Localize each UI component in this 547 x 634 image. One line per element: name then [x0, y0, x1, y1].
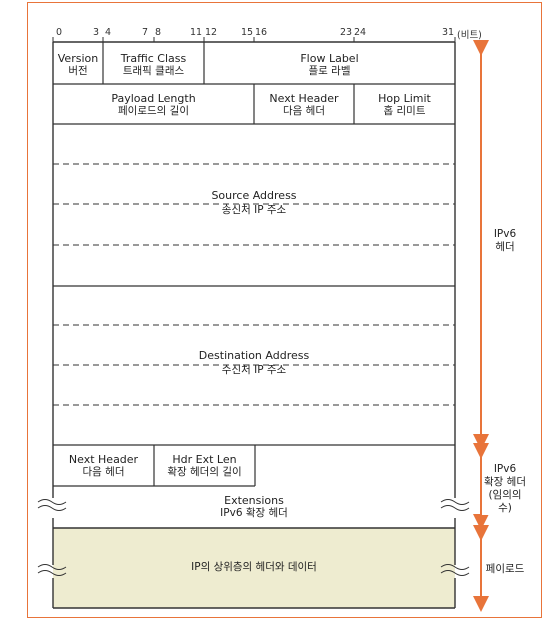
- field-name-en: Payload Length: [111, 92, 196, 105]
- break-left-ext: [37, 499, 67, 511]
- field-destination-address: Destination Address 수신처 IP 주소: [53, 348, 455, 378]
- field-name-ko: IPv6 확장 헤더: [220, 507, 288, 519]
- side-label-ipv6-header: IPv6 헤더: [482, 228, 528, 254]
- side-label-line: 수): [498, 502, 512, 514]
- field-payload: IP의 상위층의 헤더와 데이터: [53, 561, 455, 574]
- payload-label: IP의 상위층의 헤더와 데이터: [191, 561, 317, 573]
- field-name-ko: 다음 헤더: [82, 466, 125, 478]
- side-label-ext-header: IPv6 확장 헤더 (임의의 수): [482, 463, 528, 515]
- bit-unit-label: (비트): [457, 30, 482, 41]
- field-name-ko: 송신처 IP 주소: [221, 204, 287, 216]
- side-label-line: (임의의: [488, 489, 522, 501]
- field-hop-limit: Hop Limit 홉 리미트: [354, 92, 455, 118]
- bit-label: 23: [340, 27, 353, 38]
- field-name-ko: 트래픽 클래스: [122, 65, 185, 77]
- field-name-ko: 페이로드의 길이: [118, 105, 189, 117]
- field-name-en: Hdr Ext Len: [172, 453, 237, 466]
- field-traffic-class: Traffic Class 트래픽 클래스: [103, 52, 204, 78]
- side-label-line: 확장 헤더: [484, 476, 526, 488]
- break-left-payload: [37, 564, 67, 576]
- field-name-en: Source Address: [211, 189, 297, 202]
- bit-label: 4: [105, 27, 112, 38]
- break-marks: [37, 499, 470, 576]
- field-name-en: Version: [57, 52, 99, 65]
- bit-label: 8: [155, 27, 162, 38]
- field-name-en: Traffic Class: [120, 52, 187, 65]
- side-label-line: IPv6: [493, 228, 517, 240]
- field-name-en: Destination Address: [198, 349, 310, 362]
- side-label-payload: 페이로드: [482, 563, 528, 576]
- field-hdr-ext-len: Hdr Ext Len 확장 헤더의 길이: [154, 453, 255, 479]
- field-name-ko: 플로 라벨: [308, 65, 351, 77]
- payload-area: [53, 528, 455, 608]
- bit-label: 3: [93, 27, 100, 38]
- field-name-en: Extensions: [224, 494, 284, 507]
- side-label-line: 헤더: [495, 241, 515, 253]
- field-name-en: Next Header: [68, 453, 139, 466]
- field-name-ko: 수신처 IP 주소: [221, 364, 287, 376]
- field-ext-next-header: Next Header 다음 헤더: [53, 453, 154, 479]
- field-extensions: Extensions IPv6 확장 헤더: [53, 494, 455, 520]
- field-source-address: Source Address 송신처 IP 주소: [53, 188, 455, 218]
- break-right-payload: [440, 564, 470, 576]
- field-name-ko: 다음 헤더: [283, 105, 325, 117]
- figure-frame: [27, 2, 542, 618]
- bit-label: 11: [190, 27, 203, 38]
- field-name-en: Hop Limit: [378, 92, 431, 105]
- field-version: Version 버전: [53, 52, 103, 78]
- break-right-ext: [440, 499, 470, 511]
- bit-label: 0: [56, 27, 63, 38]
- field-payload-length: Payload Length 페이로드의 길이: [53, 92, 254, 118]
- bit-label: 12: [205, 27, 218, 38]
- field-name-en: Next Header: [269, 92, 339, 105]
- bit-label: 15: [241, 27, 254, 38]
- side-label-line: 페이로드: [485, 563, 525, 575]
- bit-label: 31: [442, 27, 455, 38]
- bit-label: 24: [354, 27, 367, 38]
- field-name-ko: 확장 헤더의 길이: [167, 466, 242, 478]
- bit-label: 16: [255, 27, 268, 38]
- field-name-ko: 홉 리미트: [383, 105, 426, 117]
- side-label-line: IPv6: [493, 463, 517, 475]
- bit-label: 7: [142, 27, 149, 38]
- field-name-en: Flow Label: [300, 52, 359, 65]
- field-next-header: Next Header 다음 헤더: [254, 92, 354, 118]
- field-name-ko: 버전: [68, 65, 88, 77]
- bit-ticks: [52, 37, 456, 42]
- field-flow-label: Flow Label 플로 라벨: [204, 52, 455, 78]
